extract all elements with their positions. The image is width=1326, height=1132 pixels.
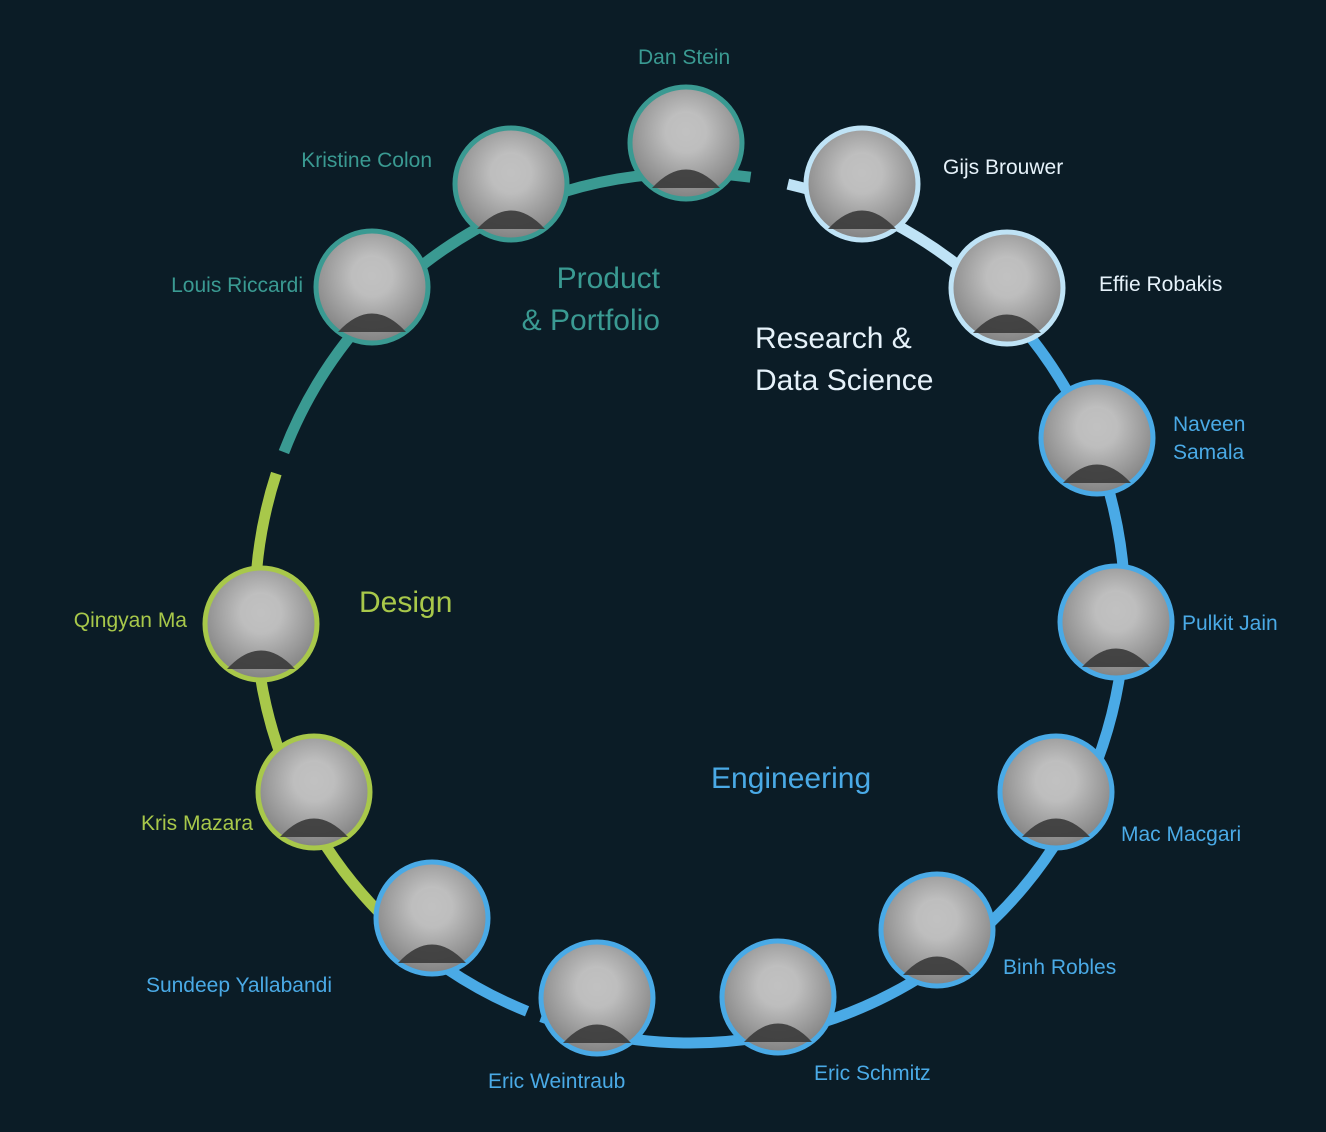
person-body-icon bbox=[338, 313, 406, 332]
group-title-line: Design bbox=[359, 586, 453, 619]
member-name-kris-mazara: Kris Mazara bbox=[140, 812, 253, 835]
avatar-pulkit-jain bbox=[1057, 563, 1175, 681]
person-head-icon bbox=[758, 967, 798, 1007]
person-body-icon bbox=[477, 210, 545, 229]
person-head-icon bbox=[1096, 592, 1136, 632]
arc-engineering-tail bbox=[443, 964, 530, 1017]
person-head-icon bbox=[491, 154, 531, 194]
person-body-icon bbox=[280, 818, 348, 837]
person-body-icon bbox=[652, 169, 720, 188]
avatar-naveen-samala bbox=[1038, 379, 1156, 497]
group-title-design: Design bbox=[359, 582, 452, 624]
member-name-eric-schmitz: Eric Schmitz bbox=[814, 1062, 931, 1085]
avatar-louis-riccardi bbox=[313, 228, 431, 346]
person-head-icon bbox=[666, 113, 706, 153]
person-body-icon bbox=[828, 210, 896, 229]
avatar-sundeep-yallabandi bbox=[373, 859, 491, 977]
member-name-dan-stein: Dan Stein bbox=[638, 46, 731, 69]
person-head-icon bbox=[842, 154, 882, 194]
person-body-icon bbox=[563, 1024, 631, 1043]
member-name-gijs-brouwer: Gijs Brouwer bbox=[943, 156, 1064, 179]
person-head-icon bbox=[917, 900, 957, 940]
person-body-icon bbox=[973, 314, 1041, 333]
arc-product bbox=[278, 167, 691, 455]
person-head-icon bbox=[352, 257, 392, 297]
member-name-binh-robles: Binh Robles bbox=[1003, 956, 1117, 979]
person-head-icon bbox=[1036, 762, 1076, 802]
member-name-sundeep-yallabandi: Sundeep Yallabandi bbox=[145, 974, 332, 997]
person-body-icon bbox=[1082, 648, 1150, 667]
avatar-kris-mazara bbox=[255, 733, 373, 851]
member-name-pulkit-jain: Pulkit Jain bbox=[1182, 612, 1278, 635]
group-title-line: Product bbox=[556, 262, 660, 295]
person-head-icon bbox=[1077, 408, 1117, 448]
person-head-icon bbox=[294, 762, 334, 802]
person-head-icon bbox=[577, 968, 617, 1008]
avatar-effie-robakis bbox=[948, 229, 1066, 347]
avatar-eric-weintraub bbox=[538, 939, 656, 1057]
avatar-mac-macgari bbox=[997, 733, 1115, 851]
avatar-gijs-brouwer bbox=[803, 125, 921, 243]
member-name-eric-weintraub: Eric Weintraub bbox=[488, 1070, 626, 1093]
person-body-icon bbox=[744, 1023, 812, 1042]
person-body-icon bbox=[903, 956, 971, 975]
group-title-engineering: Engineering bbox=[711, 758, 871, 800]
person-body-icon bbox=[1063, 464, 1131, 483]
person-body-icon bbox=[1022, 818, 1090, 837]
member-name-qingyan-ma: Qingyan Ma bbox=[73, 609, 187, 632]
member-name-louis-riccardi: Louis Riccardi bbox=[171, 274, 303, 297]
group-title-research: Research & Data Science bbox=[755, 318, 933, 402]
person-body-icon bbox=[227, 650, 295, 669]
group-title-line: Engineering bbox=[711, 762, 872, 795]
member-name-effie-robakis: Effie Robakis bbox=[1099, 273, 1223, 296]
group-title-product: Product & Portfolio bbox=[440, 258, 660, 342]
avatar-qingyan-ma bbox=[202, 565, 320, 683]
group-title-line: & Portfolio bbox=[521, 304, 660, 337]
person-head-icon bbox=[987, 258, 1027, 298]
person-head-icon bbox=[412, 888, 452, 928]
avatar-dan-stein bbox=[627, 84, 745, 202]
avatar-binh-robles bbox=[878, 871, 996, 989]
avatar-eric-schmitz bbox=[719, 938, 837, 1056]
person-body-icon bbox=[398, 944, 466, 963]
person-head-icon bbox=[241, 594, 281, 634]
member-name-kristine-colon: Kristine Colon bbox=[301, 149, 432, 172]
group-title-line: Data Science bbox=[755, 364, 934, 397]
group-title-line: Research & bbox=[755, 322, 912, 355]
member-name-mac-macgari: Mac Macgari bbox=[1121, 823, 1242, 846]
avatar-kristine-colon bbox=[452, 125, 570, 243]
